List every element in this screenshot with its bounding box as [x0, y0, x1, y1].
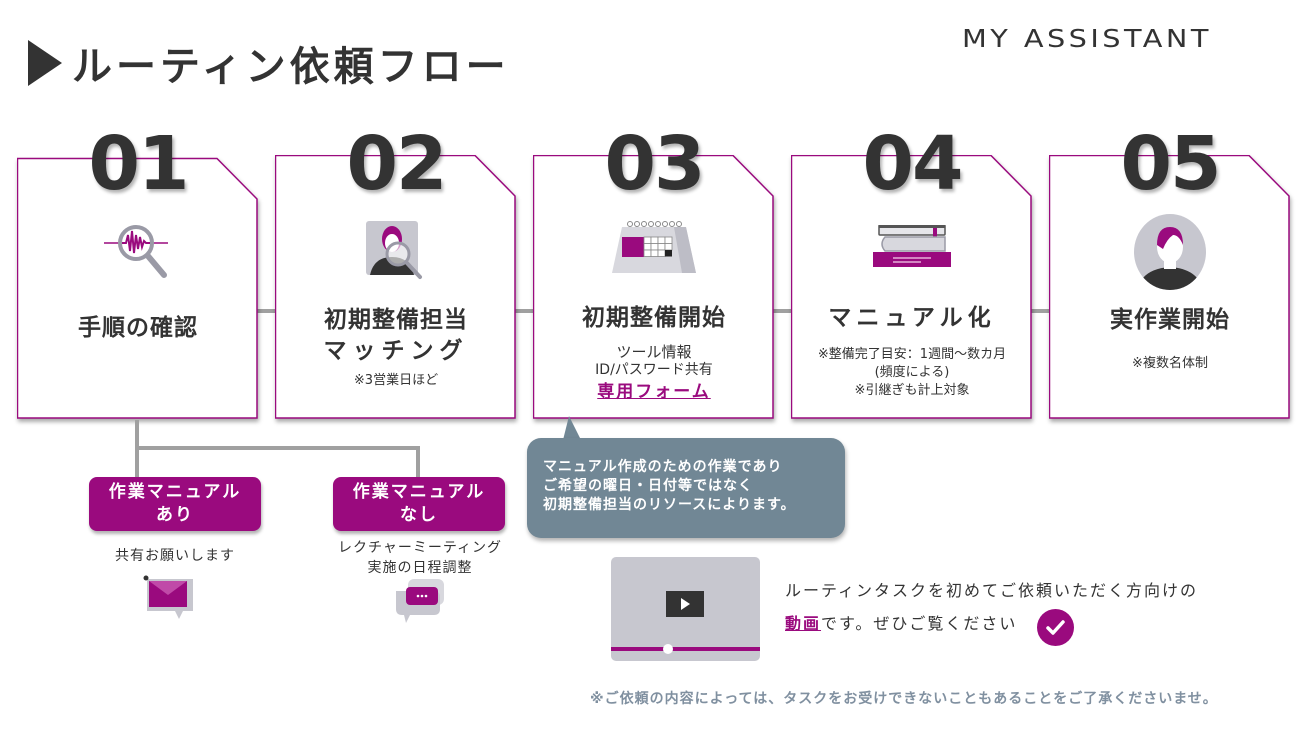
- step-note: ※整備完了目安：1週間〜数カ月 (頻度による) ※引継ぎも計上対象: [817, 347, 1007, 398]
- dedicated-form-link-wrap: 専用フォーム: [533, 383, 775, 403]
- step-card-05: 05 実作業開始 ※複数名体制: [1049, 121, 1291, 420]
- step-number: 02: [346, 121, 448, 207]
- person-search-icon: [364, 221, 428, 287]
- triangle-arrow-icon: [28, 40, 62, 86]
- page-title-text: ルーティン依頼フロー: [72, 44, 510, 90]
- step-number: 01: [88, 121, 190, 207]
- magnifier-waveform-icon: [102, 223, 174, 289]
- step-note: ※3営業日ほど: [353, 373, 439, 388]
- connector-line: [773, 309, 792, 313]
- step-number: 05: [1120, 121, 1222, 207]
- step-number: 04: [862, 121, 964, 207]
- tree-connector: [135, 446, 420, 450]
- video-thumbnail[interactable]: [611, 557, 760, 661]
- info-callout: マニュアル作成のための作業であり ご希望の曜日・日付等ではなく 初期整備担当のリ…: [527, 438, 845, 538]
- tree-connector: [416, 446, 420, 480]
- chat-bubbles-icon: [394, 579, 448, 627]
- step-note: ツール情報 ID/パスワード共有: [595, 343, 713, 378]
- connector-line: [515, 309, 534, 313]
- branch-desc-manual-yes: 共有お願いします: [115, 548, 235, 564]
- book-stack-icon: [873, 224, 951, 273]
- dedicated-form-link[interactable]: 専用フォーム: [597, 382, 711, 402]
- callout-pointer: [563, 416, 581, 440]
- video-link[interactable]: 動画: [785, 614, 822, 633]
- card-frame: [275, 155, 516, 419]
- person-avatar-icon: [1133, 213, 1207, 295]
- video-description: ルーティンタスクを初めてご依頼いただく方向けの 動画です。ぜひご覧ください: [785, 581, 1199, 633]
- step-card-04: 04 マニュアル化 ※整備完了目安：1週間〜数カ月 (頻度による) ※引継ぎも計…: [791, 121, 1033, 420]
- step-card-02: 02 初期整備担当 マッチング ※3営業日ほど: [275, 121, 517, 420]
- step-title: 初期整備担当 マッチング: [323, 307, 469, 364]
- branch-badge-manual-yes: 作業マニュアル あり: [89, 477, 261, 531]
- connector-line: [257, 309, 276, 313]
- branch-badge-manual-no: 作業マニュアル なし: [333, 477, 505, 531]
- step-card-01: 01 手順の確認: [17, 121, 259, 420]
- brand-logo: MY ASSISTANT: [962, 24, 1212, 53]
- step-card-03: 03 初期整備開始 ツール情報 ID/パスワード共有 専用フォーム: [533, 121, 775, 420]
- page-title: ルーティン依頼フロー: [28, 34, 510, 92]
- step-title: マニュアル化: [828, 305, 996, 331]
- video-progress-bar[interactable]: [611, 647, 760, 651]
- branch-desc-manual-no: レクチャーミーティング 実施の日程調整: [337, 540, 503, 576]
- tree-connector: [135, 420, 139, 480]
- desk-calendar-icon: [610, 219, 698, 279]
- check-circle-icon: [1037, 609, 1074, 646]
- card-frame: [17, 157, 258, 419]
- step-title: 実作業開始: [1110, 307, 1230, 333]
- step-number: 03: [604, 121, 706, 207]
- card-frame: [533, 155, 774, 419]
- disclaimer-footnote: ※ご依頼の内容によっては、タスクをお受けできないこともあることをご了承くださいま…: [590, 691, 1218, 707]
- play-icon[interactable]: [666, 591, 704, 617]
- step-title: 手順の確認: [78, 315, 198, 341]
- step-title: 初期整備開始: [582, 305, 726, 331]
- step-note: ※複数名体制: [1132, 356, 1208, 371]
- connector-line: [1031, 309, 1050, 313]
- envelope-message-icon: [143, 575, 195, 625]
- card-frame: [791, 155, 1032, 419]
- video-progress-knob[interactable]: [663, 644, 673, 654]
